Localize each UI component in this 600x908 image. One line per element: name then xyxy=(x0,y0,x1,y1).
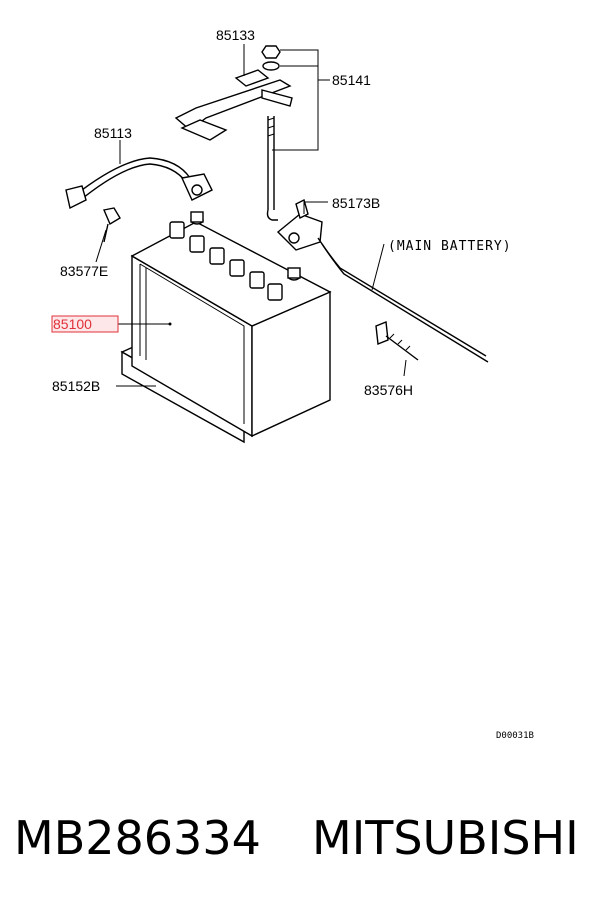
clip-bracket xyxy=(375,321,419,377)
brand-name: MITSUBISHI xyxy=(312,811,579,865)
part-number: MB286334 xyxy=(14,811,261,865)
leader-main-battery xyxy=(371,243,385,291)
battery-parts-diagram: 85133 85141 85113 85173B 83577E 85100 85… xyxy=(51,27,534,741)
battery-body[interactable] xyxy=(130,211,332,438)
callout-main-battery: (MAIN BATTERY) xyxy=(388,239,512,254)
footer: MB286334 MITSUBISHI xyxy=(0,800,600,880)
battery-cells xyxy=(169,211,301,301)
callout-83576h: 83576H xyxy=(364,382,413,398)
callout-85141: 85141 xyxy=(332,72,371,88)
bolt xyxy=(95,207,121,263)
hold-down-clamp xyxy=(174,69,293,141)
callout-83577e: 83577E xyxy=(60,263,108,279)
callout-85100[interactable]: 85100 xyxy=(53,316,92,332)
callout-85133: 85133 xyxy=(216,27,255,43)
nut-washer-rod xyxy=(261,45,330,221)
positive-terminal-cable xyxy=(276,198,489,363)
drawing-code: D00031B xyxy=(496,731,534,741)
callout-85113: 85113 xyxy=(94,125,132,141)
negative-cable xyxy=(65,140,213,210)
callout-85173b: 85173B xyxy=(332,195,380,211)
callout-85152b: 85152B xyxy=(52,378,100,394)
callout-85100-highlight xyxy=(51,315,119,333)
